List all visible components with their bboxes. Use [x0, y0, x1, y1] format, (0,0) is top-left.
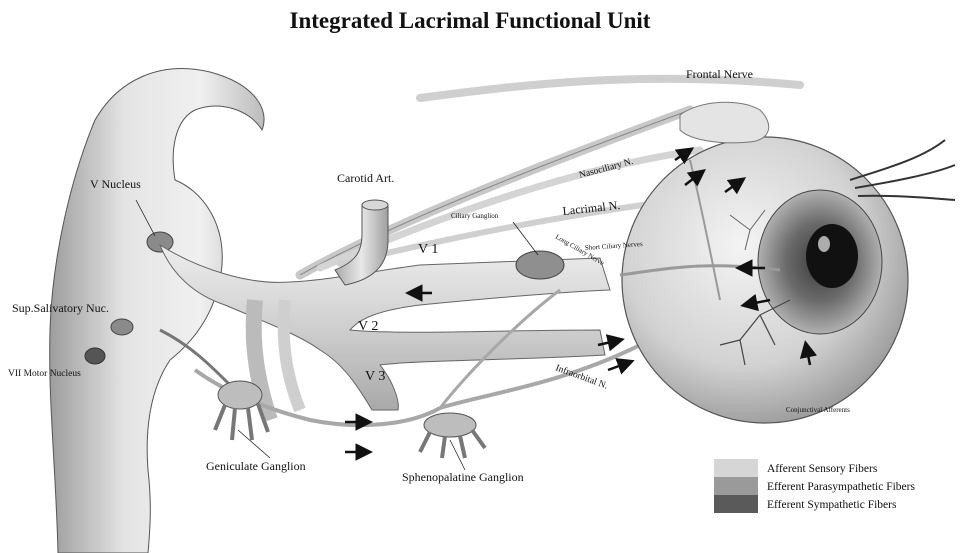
pupil: [806, 224, 858, 288]
eyeball: [620, 102, 955, 423]
label-geniculate: Geniculate Ganglion: [206, 459, 306, 473]
geniculate-ganglion-shape: [218, 381, 262, 409]
label-ciliary-ganglion: Ciliary Ganglion: [451, 212, 499, 220]
legend-swatch-sympathetic: [714, 495, 758, 513]
salivatory-node: [111, 319, 133, 335]
label-conjunctival: Conjunctival Afferents: [786, 406, 850, 414]
label-frontal-nerve: Frontal Nerve: [686, 67, 753, 81]
lacrimal-gland: [680, 102, 769, 143]
label-sup-salivatory: Sup.Salivatory Nuc.: [12, 301, 109, 315]
sphenopalatine-ganglion-shape: [424, 413, 476, 437]
legend-swatch-parasympathetic: [714, 477, 758, 495]
diagram-title: Integrated Lacrimal Functional Unit: [290, 8, 651, 33]
legend-swatch-afferent: [714, 459, 758, 477]
legend-label-parasympathetic: Efferent Parasympathetic Fibers: [767, 481, 915, 493]
label-carotid: Carotid Art.: [337, 171, 394, 185]
vii-motor-node: [85, 348, 105, 364]
label-v2: V 2: [358, 319, 378, 334]
label-v3: V 3: [365, 369, 385, 384]
label-nasociliary: Nasociliary N.: [578, 157, 634, 181]
v-nucleus-node: [147, 232, 173, 252]
label-v1: V 1: [418, 242, 438, 257]
label-vii-motor: VII Motor Nucleus: [8, 369, 81, 379]
ciliary-ganglion-shape: [516, 251, 564, 279]
legend-label-afferent: Afferent Sensory Fibers: [767, 463, 878, 475]
label-v-nucleus: V Nucleus: [90, 177, 141, 191]
legend: Afferent Sensory Fibers Efferent Parasym…: [714, 459, 915, 513]
legend-label-sympathetic: Efferent Sympathetic Fibers: [767, 499, 897, 511]
label-sphenopalatine: Sphenopalatine Ganglion: [402, 470, 524, 484]
label-lacrimal-nerve: Lacrimal N.: [562, 198, 621, 218]
